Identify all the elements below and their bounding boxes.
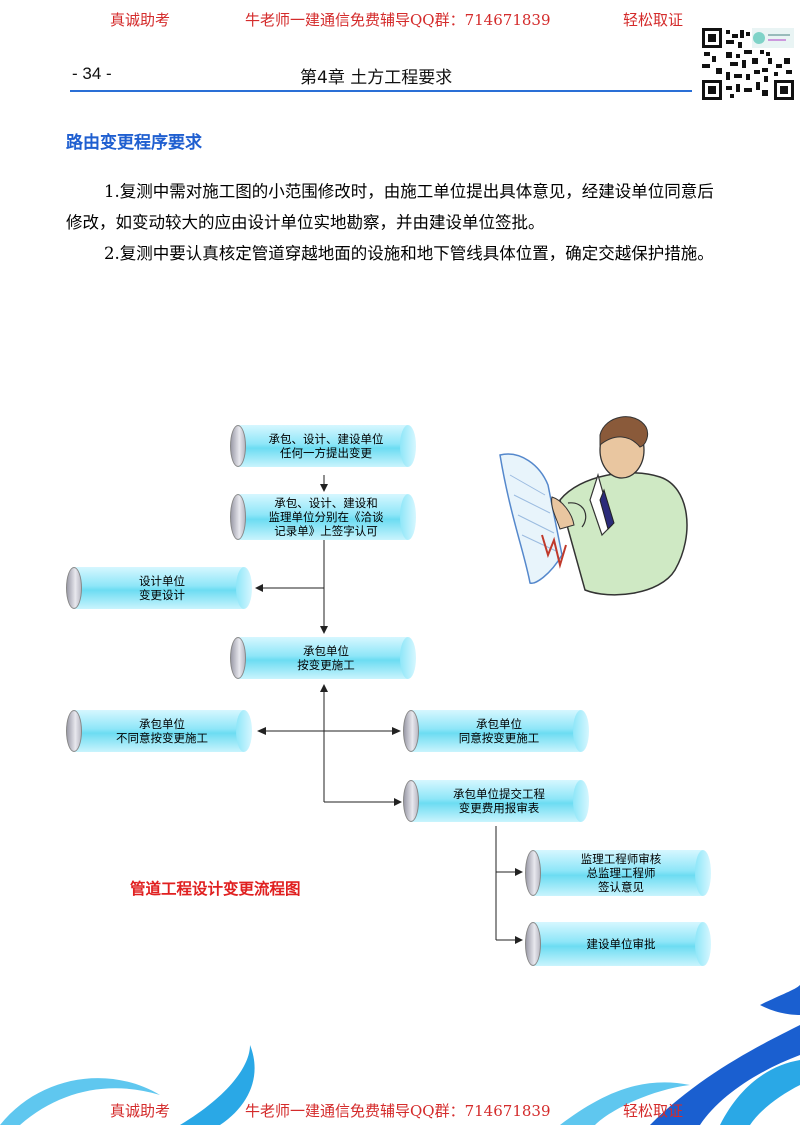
flow-node-review-line-1: 监理工程师审核 (580, 852, 662, 866)
qr-code-image (702, 28, 794, 100)
ad-center-bottom: 牛老师一建通信免费辅导QQ群：714671839 (245, 1102, 551, 1120)
decorative-swoosh (0, 985, 800, 1125)
flow-node-submit-line-1: 承包单位提交工程 (453, 787, 545, 801)
flow-node-review-line-2: 总监理工程师 (586, 866, 656, 880)
flow-node-disagree: 承包单位不同意按变更施工 (66, 710, 252, 752)
flow-node-propose-line-2: 任何一方提出变更 (280, 446, 372, 460)
flow-node-submit: 承包单位提交工程变更费用报审表 (403, 780, 589, 822)
flow-node-submit-line-2: 变更费用报审表 (458, 801, 540, 815)
ad-right-bottom: 轻松取证 (623, 1102, 684, 1120)
chapter-title: 第4章 土方工程要求 (300, 68, 453, 88)
flow-node-sign-line-1: 承包、设计、建设和 (274, 496, 378, 510)
flow-node-approve: 建设单位审批 (525, 922, 711, 966)
flow-node-agree-line-1: 承包单位 (476, 717, 522, 731)
flow-node-sign-line-2: 监理单位分别在《洽谈 (268, 510, 384, 524)
flow-node-sign: 承包、设计、建设和监理单位分别在《洽谈记录单》上签字认可 (230, 494, 416, 540)
section-title: 路由变更程序要求 (66, 133, 202, 153)
flow-node-sign-line-3: 记录单》上签字认可 (274, 524, 378, 538)
flow-node-review-line-3: 签认意见 (598, 880, 644, 894)
ad-right-top: 轻松取证 (623, 11, 684, 29)
ad-left-bottom: 真诚助考 (110, 1102, 171, 1120)
flow-node-propose: 承包、设计、建设单位任何一方提出变更 (230, 425, 416, 467)
flow-node-design-line-1: 设计单位 (139, 574, 185, 588)
paragraph-2: 2.复测中要认真核定管道穿越地面的设施和地下管线具体位置，确定交越保护措施。 (104, 244, 714, 263)
flowchart-caption: 管道工程设计变更流程图 (130, 880, 301, 898)
flow-node-disagree-line-1: 承包单位 (139, 717, 185, 731)
man-reading-illustration (499, 416, 688, 596)
flow-node-design-line-2: 变更设计 (139, 588, 185, 602)
paragraph-1: 1.复测中需对施工图的小范围修改时，由施工单位提出具体意见，经建设单位同意后修改… (66, 182, 714, 232)
flow-node-review: 监理工程师审核总监理工程师签认意见 (525, 850, 711, 896)
flow-node-agree-line-2: 同意按变更施工 (458, 731, 540, 745)
flow-node-design: 设计单位变更设计 (66, 567, 252, 609)
page-number: - 34 - (72, 64, 112, 83)
flow-node-agree: 承包单位同意按变更施工 (403, 710, 589, 752)
flow-node-construct: 承包单位按变更施工 (230, 637, 416, 679)
flow-node-disagree-line-2: 不同意按变更施工 (116, 731, 208, 745)
ad-center-top: 牛老师一建通信免费辅导QQ群：714671839 (245, 11, 551, 29)
flow-node-approve-line-1: 建设单位审批 (586, 937, 656, 951)
header-rule (70, 90, 692, 92)
flow-node-propose-line-1: 承包、设计、建设单位 (268, 432, 384, 446)
flow-node-construct-line-2: 按变更施工 (297, 658, 355, 672)
ad-left-top: 真诚助考 (110, 11, 171, 29)
flow-node-construct-line-1: 承包单位 (303, 644, 349, 658)
